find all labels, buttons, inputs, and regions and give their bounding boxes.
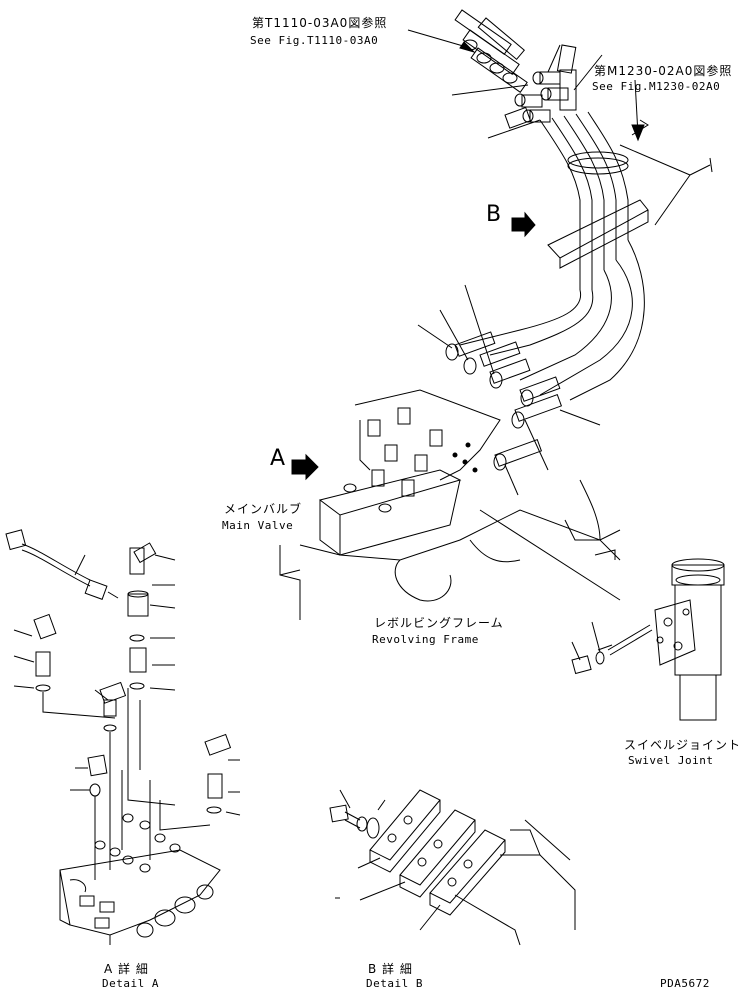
swivel-joint-jp: スイベルジョイント [624,738,742,752]
view-label-a: A [270,446,286,471]
detail-a-jp: A 詳 細 [104,962,149,976]
ref-m1230-jp: 第M1230-02A0図参照 [594,64,733,78]
detail-b-jp: B 詳 細 [368,962,413,976]
view-arrow-b [511,211,536,238]
revolving-frame-jp: レボルビングフレーム [374,616,504,630]
revolving-frame-en: Revolving Frame [372,633,479,646]
main-valve-jp: メインバルブ [224,502,303,516]
main-valve-en: Main Valve [222,519,294,532]
ref-t1110-en: See Fig.T1110-03A0 [250,34,379,47]
drawing-id: PDA5672 [660,977,710,990]
main-valve-assembly [279,239,645,620]
swivel-joint-en: Swivel Joint [628,754,714,767]
detail-a-en: Detail A [102,977,159,990]
detail-a [5,529,241,945]
hose-bundle-top [454,9,713,290]
view-label-b: B [486,202,502,227]
detail-b-en: Detail B [366,977,423,990]
ref-m1230-en: See Fig.M1230-02A0 [592,80,721,93]
callout-leaders [407,29,645,142]
ref-t1110-jp: 第T1110-03A0図参照 [252,16,388,30]
swivel-joint [571,558,725,721]
detail-b [329,789,576,946]
view-arrow-a [291,453,319,481]
